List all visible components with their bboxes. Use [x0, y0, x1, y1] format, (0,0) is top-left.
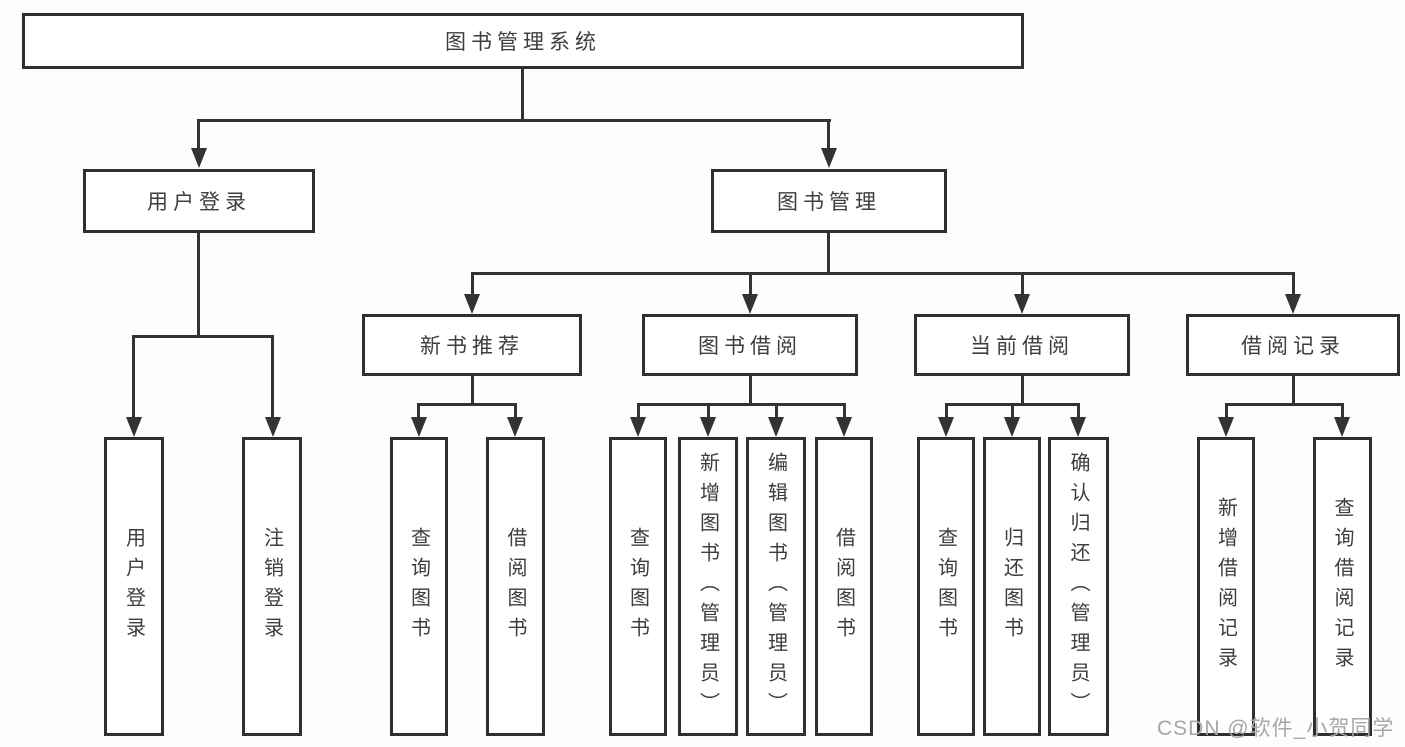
connector-drop-borrowing-records — [1292, 272, 1295, 296]
node-root-label: 图书管理系统 — [445, 31, 601, 54]
leaf-add-borrow-record-label: 新增借阅记录 — [1214, 496, 1237, 677]
arrowhead-leaf-logout — [265, 417, 281, 437]
leaf-query-books-current-label: 查询图书 — [934, 526, 957, 647]
arrowhead-query-books-current — [938, 417, 954, 437]
arrowhead-borrow-books-borrowing — [836, 417, 852, 437]
leaf-borrow-books-borrowing: 借阅图书 — [815, 437, 873, 736]
leaf-return-books-label: 归还图书 — [1000, 526, 1023, 647]
arrowhead-borrowing-records — [1285, 294, 1301, 314]
connector-new-book-stem — [471, 376, 474, 405]
leaf-add-books-admin-label: 新增图书（管理员） — [696, 451, 719, 722]
leaf-query-books-borrowing: 查询图书 — [609, 437, 667, 736]
node-book-borrowing: 图书借阅 — [642, 314, 858, 376]
arrowhead-query-books-recommend — [411, 417, 427, 437]
node-borrowing-records: 借阅记录 — [1186, 314, 1400, 376]
connector-drop-book-management — [827, 119, 830, 151]
connector-drop-add-books-admin — [707, 403, 710, 421]
connector-current-borrowing-stem — [1021, 376, 1024, 405]
arrowhead-confirm-return-admin — [1070, 417, 1086, 437]
node-current-borrowing: 当前借阅 — [914, 314, 1130, 376]
connector-user-login-bus — [134, 335, 274, 338]
connector-drop-borrow-books-recommend — [514, 403, 517, 421]
connector-drop-current-borrowing — [1021, 272, 1024, 296]
leaf-borrow-books-recommend-label: 借阅图书 — [504, 526, 526, 647]
csdn-watermark: CSDN @软件_小贺同学 — [1157, 717, 1395, 740]
arrowhead-current-borrowing — [1014, 294, 1030, 314]
node-new-book-recommend-label: 新书推荐 — [420, 335, 524, 358]
connector-book-borrowing-bus — [638, 403, 845, 406]
connector-book-management-stem — [827, 233, 830, 274]
connector-drop-book-borrowing — [749, 272, 752, 296]
connector-drop-return-books — [1011, 403, 1014, 421]
leaf-query-borrow-record-label: 查询借阅记录 — [1331, 496, 1353, 677]
arrowhead-return-books — [1004, 417, 1020, 437]
arrowhead-query-books-borrowing — [630, 417, 646, 437]
node-current-borrowing-label: 当前借阅 — [970, 335, 1074, 358]
connector-book-borrowing-stem — [749, 376, 752, 405]
connector-borrowing-records-stem — [1292, 376, 1295, 405]
leaf-user-login-label: 用户登录 — [122, 526, 145, 647]
arrowhead-borrow-books-recommend — [507, 417, 523, 437]
arrowhead-user-login — [191, 148, 207, 168]
arrowhead-add-borrow-record — [1218, 417, 1234, 437]
connector-drop-query-borrow-record — [1341, 403, 1344, 421]
leaf-edit-books-admin: 编辑图书（管理员） — [746, 437, 806, 736]
leaf-query-books-borrowing-label: 查询图书 — [626, 526, 649, 647]
connector-drop-borrow-books-borrowing — [843, 403, 846, 421]
arrowhead-query-borrow-record — [1334, 417, 1350, 437]
connector-root-stem — [521, 69, 524, 122]
connector-level3-bus — [471, 272, 1294, 275]
arrowhead-book-management — [821, 148, 837, 168]
leaf-user-login: 用户登录 — [104, 437, 164, 736]
connector-drop-edit-books-admin — [775, 403, 778, 421]
connector-drop-confirm-return-admin — [1077, 403, 1080, 421]
connector-drop-leaf-logout — [271, 335, 274, 420]
leaf-query-borrow-record: 查询借阅记录 — [1313, 437, 1372, 736]
connector-borrowing-records-bus — [1226, 403, 1343, 406]
connector-drop-new-book-recommend — [471, 272, 474, 296]
node-root-library-system: 图书管理系统 — [22, 13, 1024, 69]
node-book-borrowing-label: 图书借阅 — [698, 335, 802, 358]
arrowhead-edit-books-admin — [768, 417, 784, 437]
connector-drop-add-borrow-record — [1225, 403, 1228, 421]
leaf-query-books-recommend: 查询图书 — [390, 437, 448, 736]
connector-new-book-bus — [419, 403, 516, 406]
node-user-login: 用户登录 — [83, 169, 315, 233]
leaf-borrow-books-recommend: 借阅图书 — [486, 437, 545, 736]
leaf-query-books-recommend-label: 查询图书 — [407, 526, 430, 647]
connector-user-login-stem — [197, 233, 200, 336]
connector-drop-query-books-recommend — [417, 403, 420, 421]
connector-drop-user-login — [197, 119, 200, 151]
leaf-return-books: 归还图书 — [983, 437, 1041, 736]
arrowhead-add-books-admin — [700, 417, 716, 437]
leaf-borrow-books-borrowing-label: 借阅图书 — [832, 526, 855, 647]
arrowhead-book-borrowing — [742, 294, 758, 314]
leaf-confirm-return-admin-label: 确认归还（管理员） — [1067, 451, 1089, 722]
arrowhead-new-book-recommend — [464, 294, 480, 314]
node-borrowing-records-label: 借阅记录 — [1241, 335, 1345, 358]
leaf-logout: 注销登录 — [242, 437, 302, 736]
arrowhead-leaf-user-login — [126, 417, 142, 437]
node-book-management: 图书管理 — [711, 169, 947, 233]
leaf-add-borrow-record: 新增借阅记录 — [1197, 437, 1255, 736]
node-book-management-label: 图书管理 — [777, 191, 881, 214]
connector-drop-query-books-current — [945, 403, 948, 421]
connector-level2-bus — [199, 119, 831, 122]
connector-drop-query-books-borrowing — [637, 403, 640, 421]
node-new-book-recommend: 新书推荐 — [362, 314, 582, 376]
node-user-login-label: 用户登录 — [147, 191, 251, 214]
leaf-edit-books-admin-label: 编辑图书（管理员） — [764, 451, 787, 722]
connector-drop-leaf-user-login — [132, 335, 135, 420]
leaf-logout-label: 注销登录 — [260, 526, 283, 647]
leaf-add-books-admin: 新增图书（管理员） — [678, 437, 738, 736]
leaf-confirm-return-admin: 确认归还（管理员） — [1048, 437, 1109, 736]
leaf-query-books-current: 查询图书 — [917, 437, 975, 736]
